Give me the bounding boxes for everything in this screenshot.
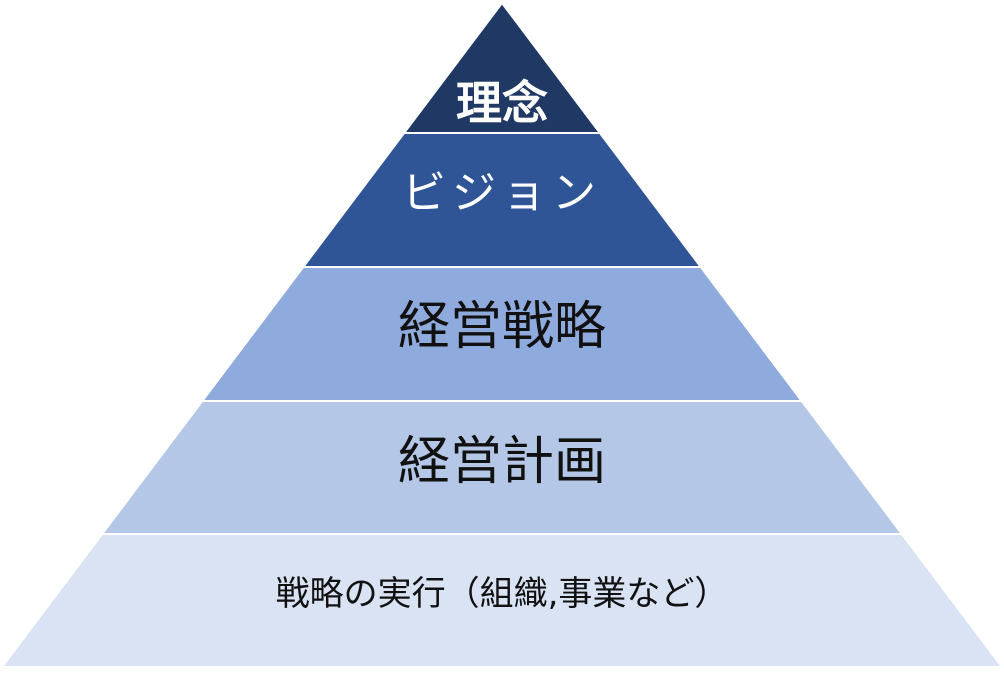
tier-label-execution: 戦略の実行（組織,事業など）	[276, 574, 729, 614]
tier-label-strategy: 経営戦略	[398, 297, 606, 357]
tier-label-plan: 経営計画	[398, 432, 606, 492]
tier-label-vision: ビジョン	[402, 168, 602, 219]
tier-label-philosophy: 理念	[456, 76, 548, 130]
tier-execution	[0, 533, 1004, 668]
